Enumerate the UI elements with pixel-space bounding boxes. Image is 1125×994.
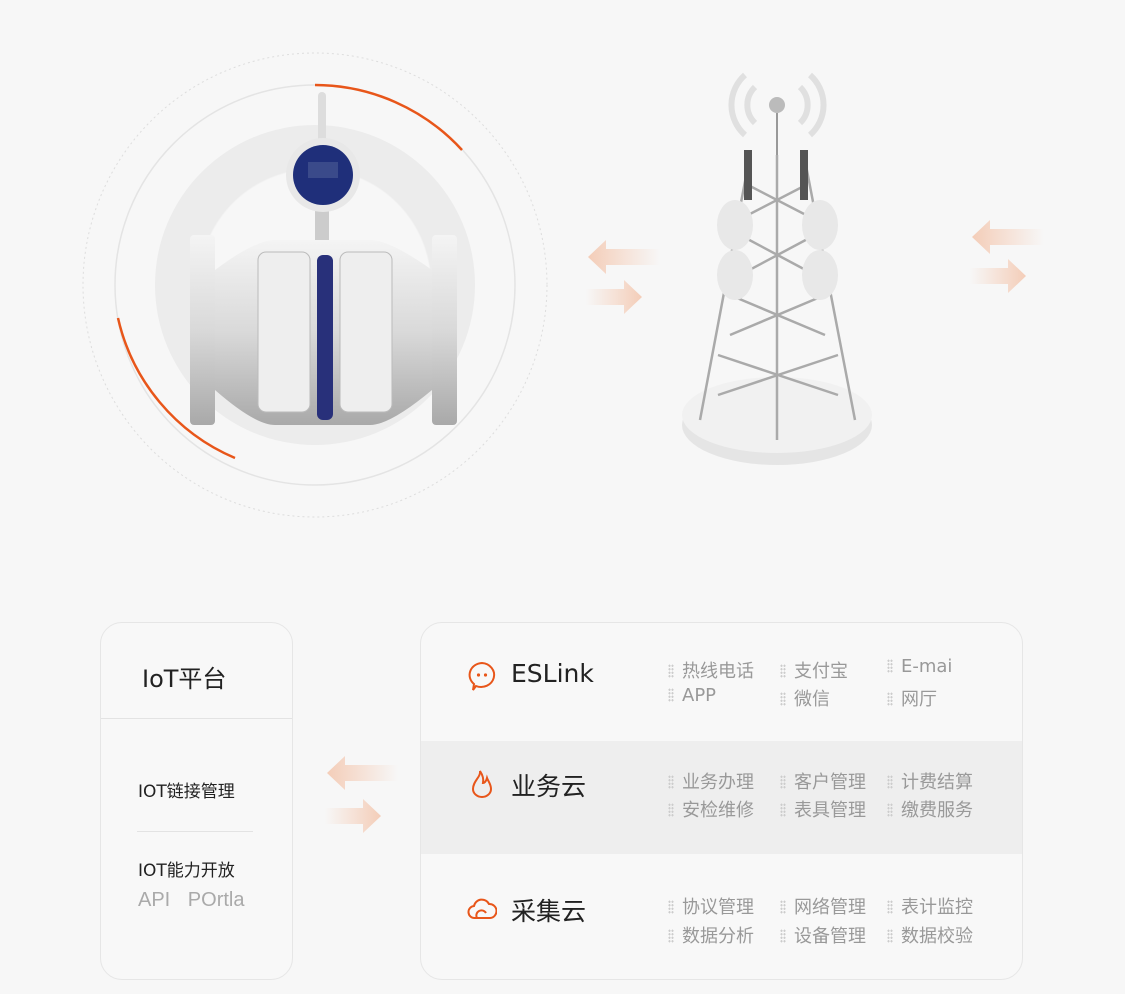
iot-link-management: IOT链接管理 — [138, 782, 235, 802]
service-row-eslink: ESLink 热线电话 支付宝 E-mai APP 微信 网厅 — [421, 623, 1022, 741]
chat-bubble-icon — [468, 661, 496, 691]
service-item: 客户管理 — [780, 768, 866, 794]
services-panel: ESLink 热线电话 支付宝 E-mai APP 微信 网厅 业务云 业务办理… — [420, 622, 1023, 980]
flame-icon — [471, 770, 493, 798]
service-row-collection-cloud: 采集云 协议管理 网络管理 表计监控 数据分析 设备管理 数据校验 — [421, 854, 1022, 979]
orange-arc-top — [314, 83, 463, 151]
service-item: 业务办理 — [668, 768, 754, 794]
iot-capability-open: IOT能力开放 — [138, 861, 235, 881]
service-item: APP — [668, 685, 716, 706]
arrow-pair-top-right — [970, 220, 1044, 293]
service-name: 采集云 — [511, 897, 587, 926]
service-item: 表计监控 — [887, 893, 973, 919]
signal-tower-illustration — [682, 72, 872, 465]
service-name: ESLink — [511, 659, 594, 688]
cloud-icon — [467, 898, 497, 919]
divider — [101, 718, 292, 719]
service-row-business-cloud: 业务云 业务办理 客户管理 计费结算 安检维修 表具管理 缴费服务 — [421, 741, 1022, 854]
service-item: 网络管理 — [780, 893, 866, 919]
service-item: 数据校验 — [887, 922, 973, 948]
service-item: 热线电话 — [668, 657, 754, 683]
service-item: 微信 — [780, 685, 830, 711]
service-item: 协议管理 — [668, 893, 754, 919]
api-portal-label: API POrtla — [138, 889, 245, 911]
service-item: 表具管理 — [780, 796, 866, 822]
service-item: 安检维修 — [668, 796, 754, 822]
service-item: 网厅 — [887, 685, 937, 711]
service-item: E-mai — [887, 656, 952, 677]
service-item: 支付宝 — [780, 657, 848, 683]
service-item: 数据分析 — [668, 922, 754, 948]
flow-meter-illustration — [82, 52, 548, 518]
divider — [137, 831, 253, 832]
service-item: 缴费服务 — [887, 796, 973, 822]
orange-arc-bottom — [116, 317, 236, 460]
service-item: 设备管理 — [780, 922, 866, 948]
iot-platform-title: IoT平台 — [142, 665, 227, 693]
arrow-pair-bottom — [325, 756, 398, 833]
iot-platform-panel: IoT平台 IOT链接管理 IOT能力开放 API POrtla — [100, 622, 293, 980]
service-name: 业务云 — [511, 772, 587, 801]
arrow-pair-top-middle — [586, 240, 660, 314]
service-item: 计费结算 — [887, 768, 973, 794]
